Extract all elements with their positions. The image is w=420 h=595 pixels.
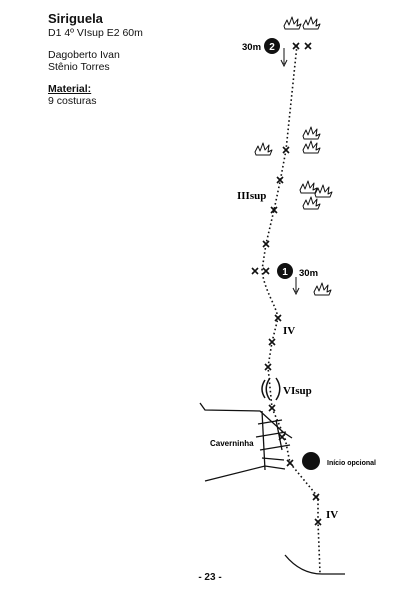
- bolt-icon: [314, 518, 322, 526]
- rappel-arrow-icon: [292, 277, 300, 296]
- bush-icon: [302, 126, 321, 140]
- bush-icon: [283, 16, 302, 30]
- optional-start-marker: [302, 452, 320, 470]
- bolt-icon: [274, 314, 282, 322]
- grade-label: IV: [326, 509, 338, 521]
- cave-label: Caverninha: [210, 439, 254, 448]
- bolt-icon: [292, 42, 300, 50]
- material-value: 9 costuras: [48, 95, 97, 107]
- bolt-icon: [276, 176, 284, 184]
- grade-label: IV: [283, 325, 295, 337]
- page-number: - 23 -: [198, 572, 222, 583]
- bolt-icon: [304, 42, 312, 50]
- belay-number: 1: [282, 267, 288, 278]
- grade-label: IIIsup: [237, 190, 266, 202]
- ground-line: [284, 554, 345, 575]
- bush-icon: [313, 282, 332, 296]
- rappel-length: 30m: [299, 268, 318, 279]
- bolt-icon: [262, 240, 270, 248]
- rappel-arrow-icon: [280, 48, 288, 68]
- belay-station-2: [264, 38, 280, 54]
- route-grade: D1 4º VIsup E2 60m: [48, 27, 143, 39]
- belay-station-1: [277, 263, 293, 279]
- route-info: Siriguela D1 4º VIsup E2 60m Dagoberto I…: [48, 11, 143, 107]
- bush-icon: [302, 140, 321, 154]
- bush-icon: [254, 142, 273, 156]
- vegetation-icons: [254, 16, 333, 296]
- bolt-icon: [312, 493, 320, 501]
- bolt-icon: [282, 146, 290, 154]
- cave-structure: [199, 402, 293, 482]
- crux-icon: [261, 377, 281, 401]
- route-author: Stênio Torres: [48, 61, 110, 73]
- bolt-icon: [264, 363, 272, 371]
- bolt-icon: [262, 267, 270, 275]
- bush-icon: [299, 180, 318, 194]
- material-label: Material:: [48, 83, 92, 95]
- route-line: [261, 44, 321, 574]
- bush-icon: [314, 184, 333, 198]
- bolt-icon: [286, 459, 294, 467]
- bush-icon: [302, 16, 321, 30]
- bolt-icon: [268, 338, 276, 346]
- grade-label: VIsup: [283, 385, 312, 397]
- bolt-icon: [268, 404, 276, 412]
- route-name: Siriguela: [48, 11, 103, 26]
- optional-start-label: Início opcional: [327, 460, 376, 467]
- bolt-icon: [251, 267, 259, 275]
- bush-icon: [302, 196, 321, 210]
- route-author: Dagoberto Ivan: [48, 49, 120, 61]
- rappel-length: 30m: [242, 42, 261, 53]
- belay-number: 2: [269, 42, 275, 53]
